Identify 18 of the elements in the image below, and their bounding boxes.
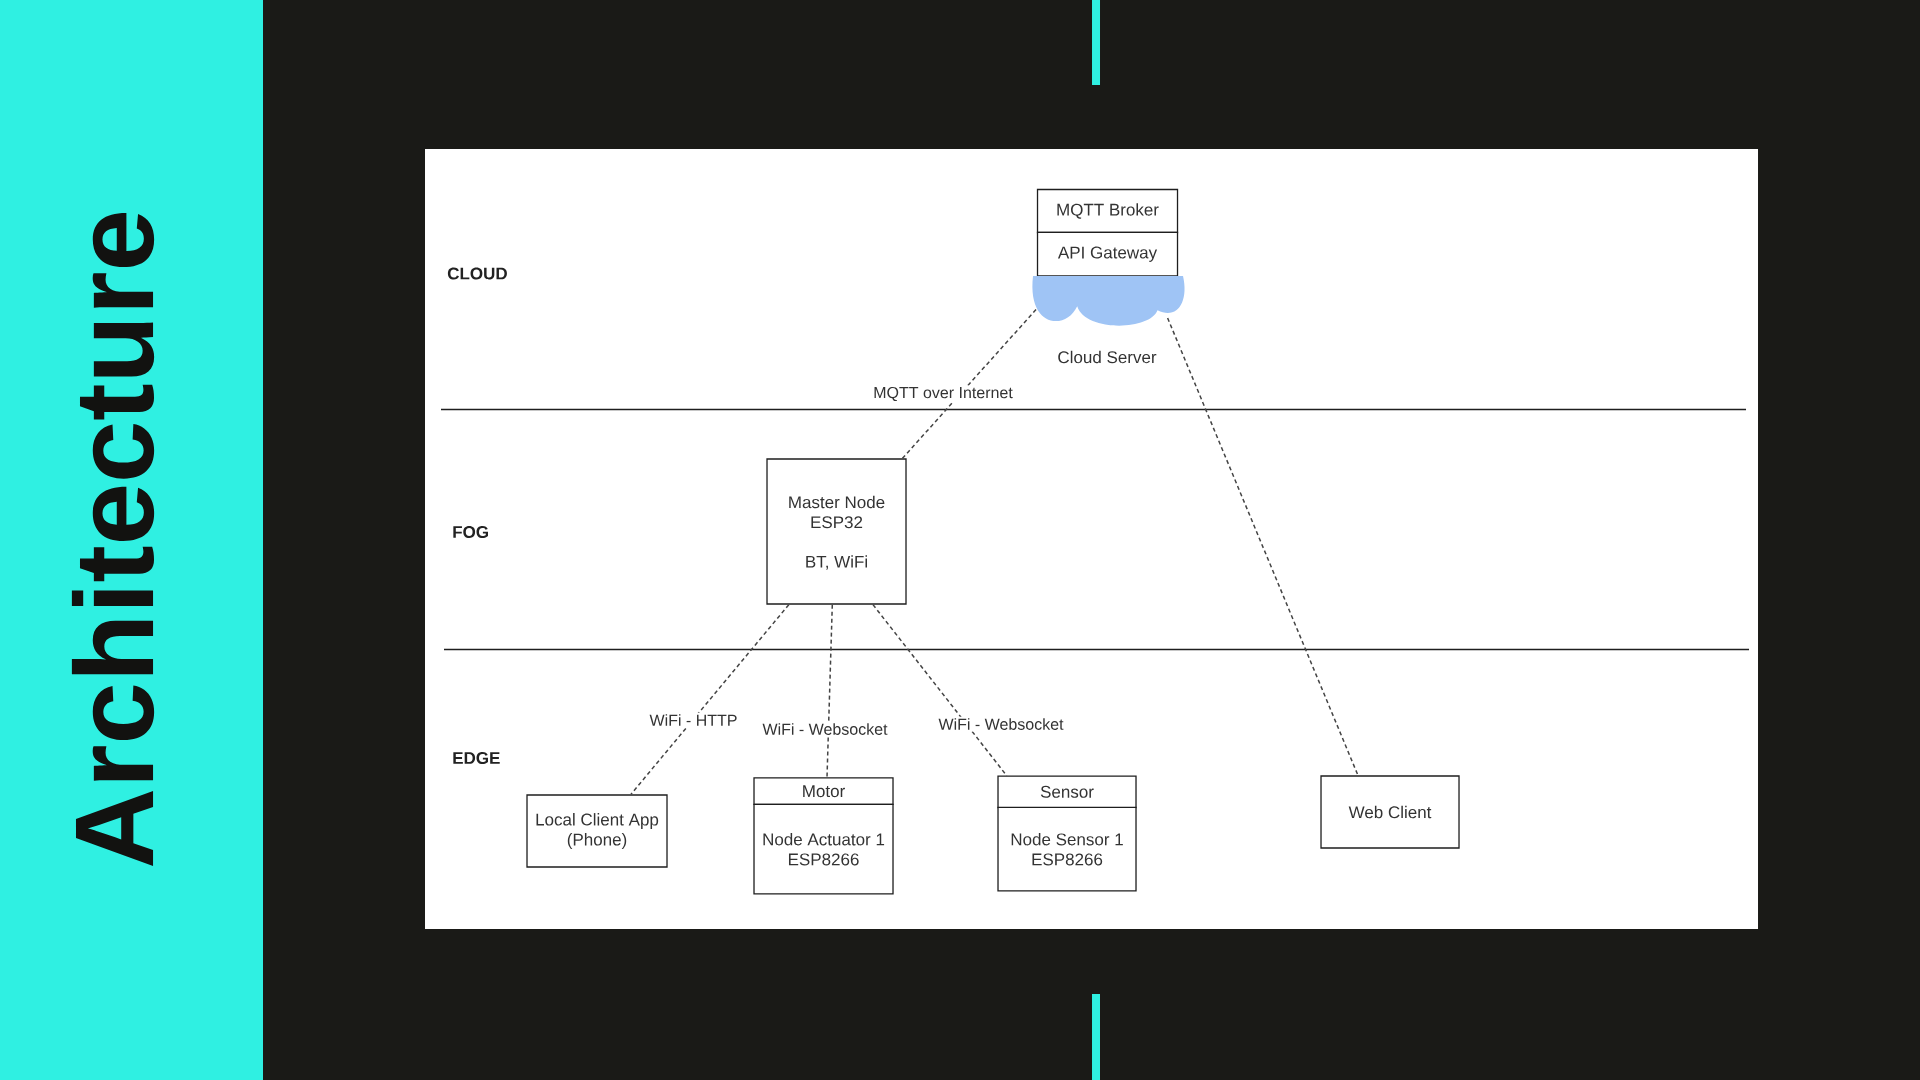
connector [630, 603, 790, 796]
edge-label: MQTT over Internet [871, 385, 1015, 403]
connector [1166, 317, 1359, 777]
connector [901, 308, 1037, 460]
component-box: Web Client [1320, 775, 1460, 849]
box-header: Motor [753, 777, 894, 806]
box-text: Master Node ESP32 [789, 495, 885, 529]
component-box: Local Client App (Phone) [526, 794, 668, 868]
layer-label: CLOUD [447, 267, 507, 280]
connector [826, 603, 834, 779]
box-header: Sensor [997, 775, 1137, 809]
layer-label: FOG [453, 526, 488, 539]
component-box: MQTT Broker [1036, 188, 1179, 234]
layer-label: EDGE [453, 752, 500, 765]
node-caption: Cloud Server [1058, 350, 1157, 364]
slide-title: Architecture [71, 213, 155, 867]
component-box: API Gateway [1036, 231, 1179, 277]
box-text: BT, WiFi [806, 555, 867, 570]
